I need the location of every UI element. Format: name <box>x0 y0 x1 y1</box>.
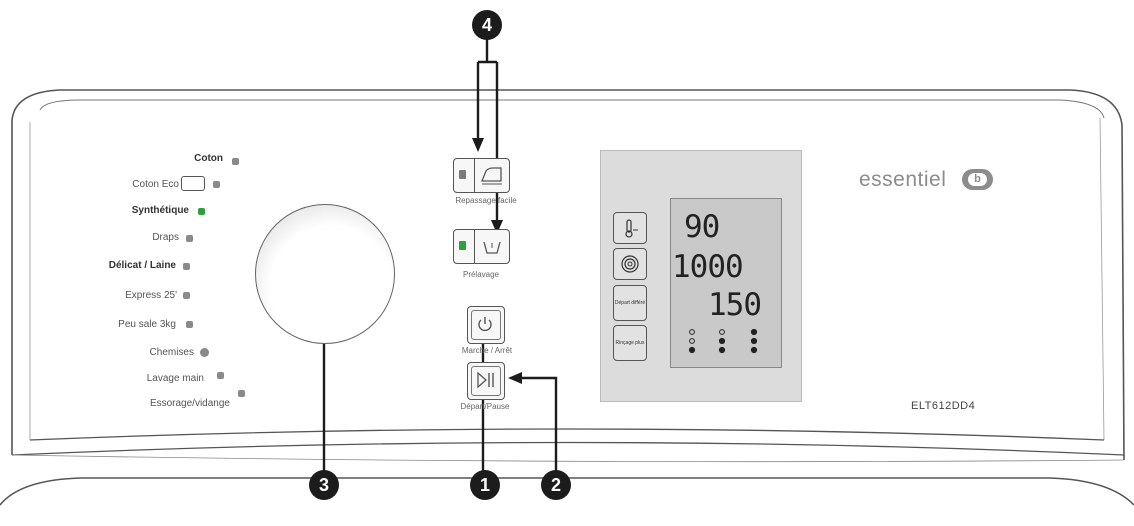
program-essorage-led[interactable] <box>238 390 245 397</box>
lcd-temperature: 90 <box>684 209 720 245</box>
lcd-time: 150 <box>708 287 762 323</box>
program-peu-sale-label: Peu sale 3kg <box>118 319 176 330</box>
extra-rinse-button[interactable]: Rinçage plus <box>613 325 647 361</box>
program-lavage-main-led[interactable] <box>217 372 224 379</box>
program-chemises-label: Chemises <box>149 347 194 358</box>
power-button-inner <box>471 310 501 340</box>
lcd-screen <box>670 198 782 368</box>
prewash-tub-icon <box>483 241 501 254</box>
program-coton-eco-led[interactable] <box>213 181 220 188</box>
program-lavage-main-label: Lavage main <box>146 373 204 384</box>
power-icon <box>478 317 492 332</box>
program-draps-led[interactable] <box>186 235 193 242</box>
play-pause-icon <box>477 371 494 389</box>
spin-icon <box>621 255 639 273</box>
prelavage-led <box>459 241 466 250</box>
brand-logo-letter: b <box>968 173 987 186</box>
temperature-button[interactable] <box>613 212 647 244</box>
lcd-spin-speed: 1000 <box>672 249 744 285</box>
program-chemises-led[interactable] <box>200 348 209 357</box>
repassage-led <box>459 170 466 179</box>
thermometer-icon <box>625 219 638 238</box>
prelavage-label: Prélavage <box>462 270 500 279</box>
program-synthetique-led[interactable] <box>198 208 205 215</box>
program-delicat-label: Délicat / Laine <box>108 260 176 271</box>
program-delicat-led[interactable] <box>183 263 190 270</box>
delayed-start-label: Départ différé <box>614 300 646 306</box>
repassage-divider <box>474 158 475 193</box>
brand-logo: b <box>962 169 993 190</box>
eco-icon <box>181 176 205 191</box>
model-number: ELT612DD4 <box>911 400 976 412</box>
repassage-label: Repassage facile <box>455 196 517 205</box>
program-selector-knob[interactable] <box>255 204 395 344</box>
extra-rinse-label: Rinçage plus <box>615 340 645 346</box>
program-express-led[interactable] <box>183 292 190 299</box>
iron-icon <box>481 167 502 185</box>
callout-4: 4 <box>472 10 502 40</box>
callout-1: 1 <box>470 470 500 500</box>
program-draps-label: Draps <box>152 232 179 243</box>
program-peu-sale-led[interactable] <box>186 321 193 328</box>
program-express-label: Express 25' <box>125 290 177 301</box>
callout-2: 2 <box>541 470 571 500</box>
start-pause-inner <box>471 366 501 396</box>
program-coton-led[interactable] <box>232 158 239 165</box>
program-coton-label: Coton <box>194 153 223 164</box>
start-pause-label: Départ/Pause <box>460 402 510 411</box>
lcd-phase-indicators <box>688 328 758 354</box>
brand-name: essentiel <box>859 168 947 191</box>
program-coton-eco-label: Coton Eco <box>132 179 179 190</box>
program-synthetique-label: Synthétique <box>131 205 189 216</box>
prelavage-divider <box>474 229 475 264</box>
callout-3: 3 <box>309 470 339 500</box>
power-label: Marche / Arrêt <box>461 346 513 355</box>
spin-button[interactable] <box>613 248 647 280</box>
program-essorage-label: Essorage/vidange <box>149 398 230 409</box>
delayed-start-button[interactable]: Départ différé <box>613 285 647 321</box>
